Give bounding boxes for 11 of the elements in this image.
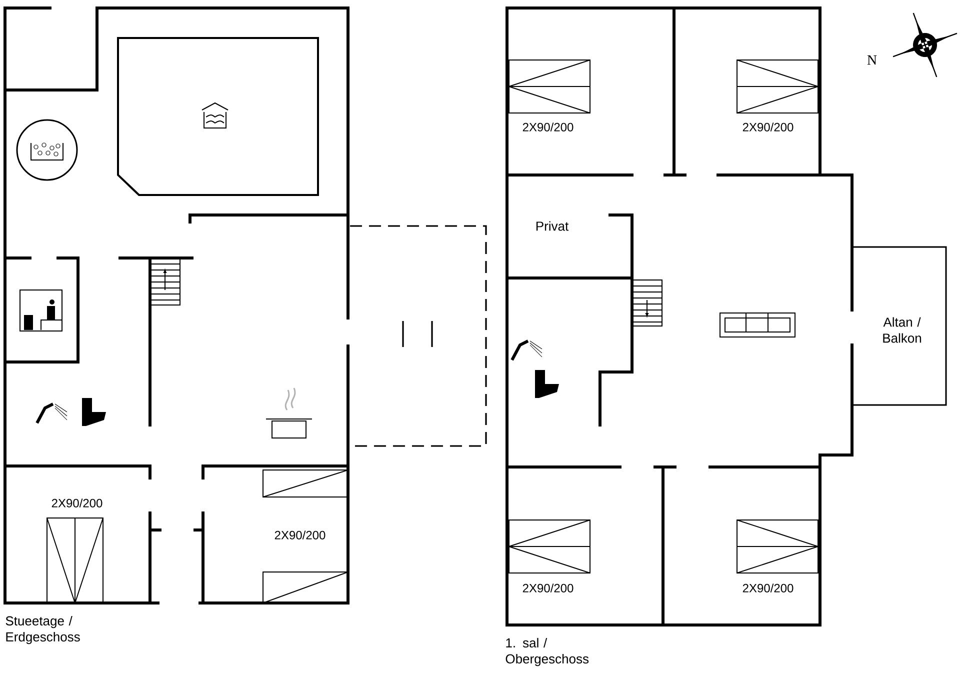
room-label: Altan / Balkon (883, 317, 922, 343)
room-label: Privat (536, 221, 569, 231)
bed-size-label: 2X90/200 (742, 584, 794, 592)
bed-size-label: 2X90/200 (522, 122, 574, 132)
floor-label: Stueetage / Erdgeschoss (6, 616, 80, 644)
floor-label: 1. sal / Obergeschoss (506, 638, 589, 666)
bed-size-label: 2X90/200 (522, 584, 574, 592)
bed-size-label: 2X90/200 (52, 498, 102, 508)
bed-size-label: 2X90/200 (742, 122, 794, 132)
compass-letter: N (867, 55, 877, 65)
bed-size-label: 2X90/200 (274, 530, 326, 540)
